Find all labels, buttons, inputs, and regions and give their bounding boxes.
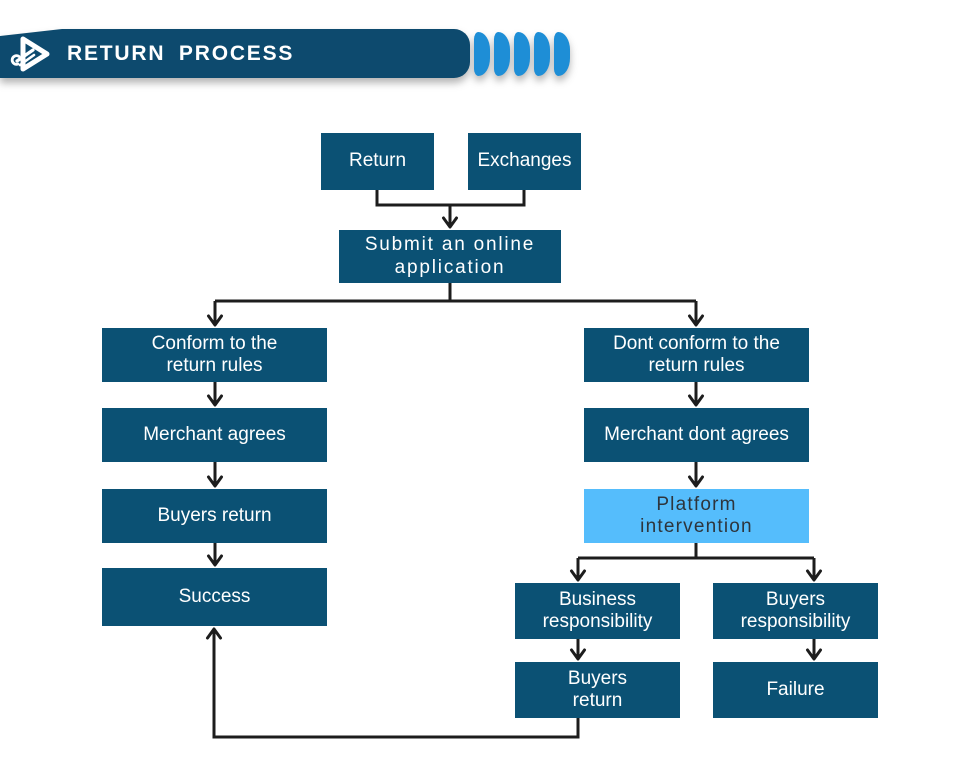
- chevron-shape-icon: [554, 32, 570, 76]
- node-failure: Failure: [713, 662, 878, 718]
- node-business-responsibility: Business responsibility: [515, 583, 680, 639]
- node-merchant-dont-agrees: Merchant dont agrees: [584, 408, 809, 462]
- connector: [578, 543, 814, 560]
- node-return: Return: [321, 133, 434, 190]
- node-conform-rules: Conform to the return rules: [102, 328, 327, 382]
- chevron-shape-icon: [514, 32, 530, 76]
- node-dont-conform-rules: Dont conform to the return rules: [584, 328, 809, 382]
- header-bar: RETURN PROCESS: [0, 29, 470, 78]
- chevron-shape-icon: [534, 32, 550, 76]
- connector: [375, 190, 526, 207]
- node-success: Success: [102, 568, 327, 626]
- header: RETURN PROCESS: [0, 0, 960, 100]
- node-buyers-responsibility: Buyers responsibility: [713, 583, 878, 639]
- node-submit-application: Submit an online application: [339, 230, 561, 283]
- page-title: RETURN PROCESS: [67, 41, 295, 65]
- node-buyers-return-left: Buyers return: [102, 489, 327, 543]
- wrench-play-logo-icon: [10, 36, 50, 72]
- node-buyers-return-bottom: Buyers return: [515, 662, 680, 718]
- node-merchant-agrees: Merchant agrees: [102, 408, 327, 462]
- connector: [215, 283, 696, 303]
- node-exchanges: Exchanges: [468, 133, 581, 190]
- header-chevrons: [474, 32, 570, 76]
- node-platform-intervention: Platform intervention: [584, 489, 809, 543]
- chevron-shape-icon: [474, 32, 490, 76]
- chevron-shape-icon: [494, 32, 510, 76]
